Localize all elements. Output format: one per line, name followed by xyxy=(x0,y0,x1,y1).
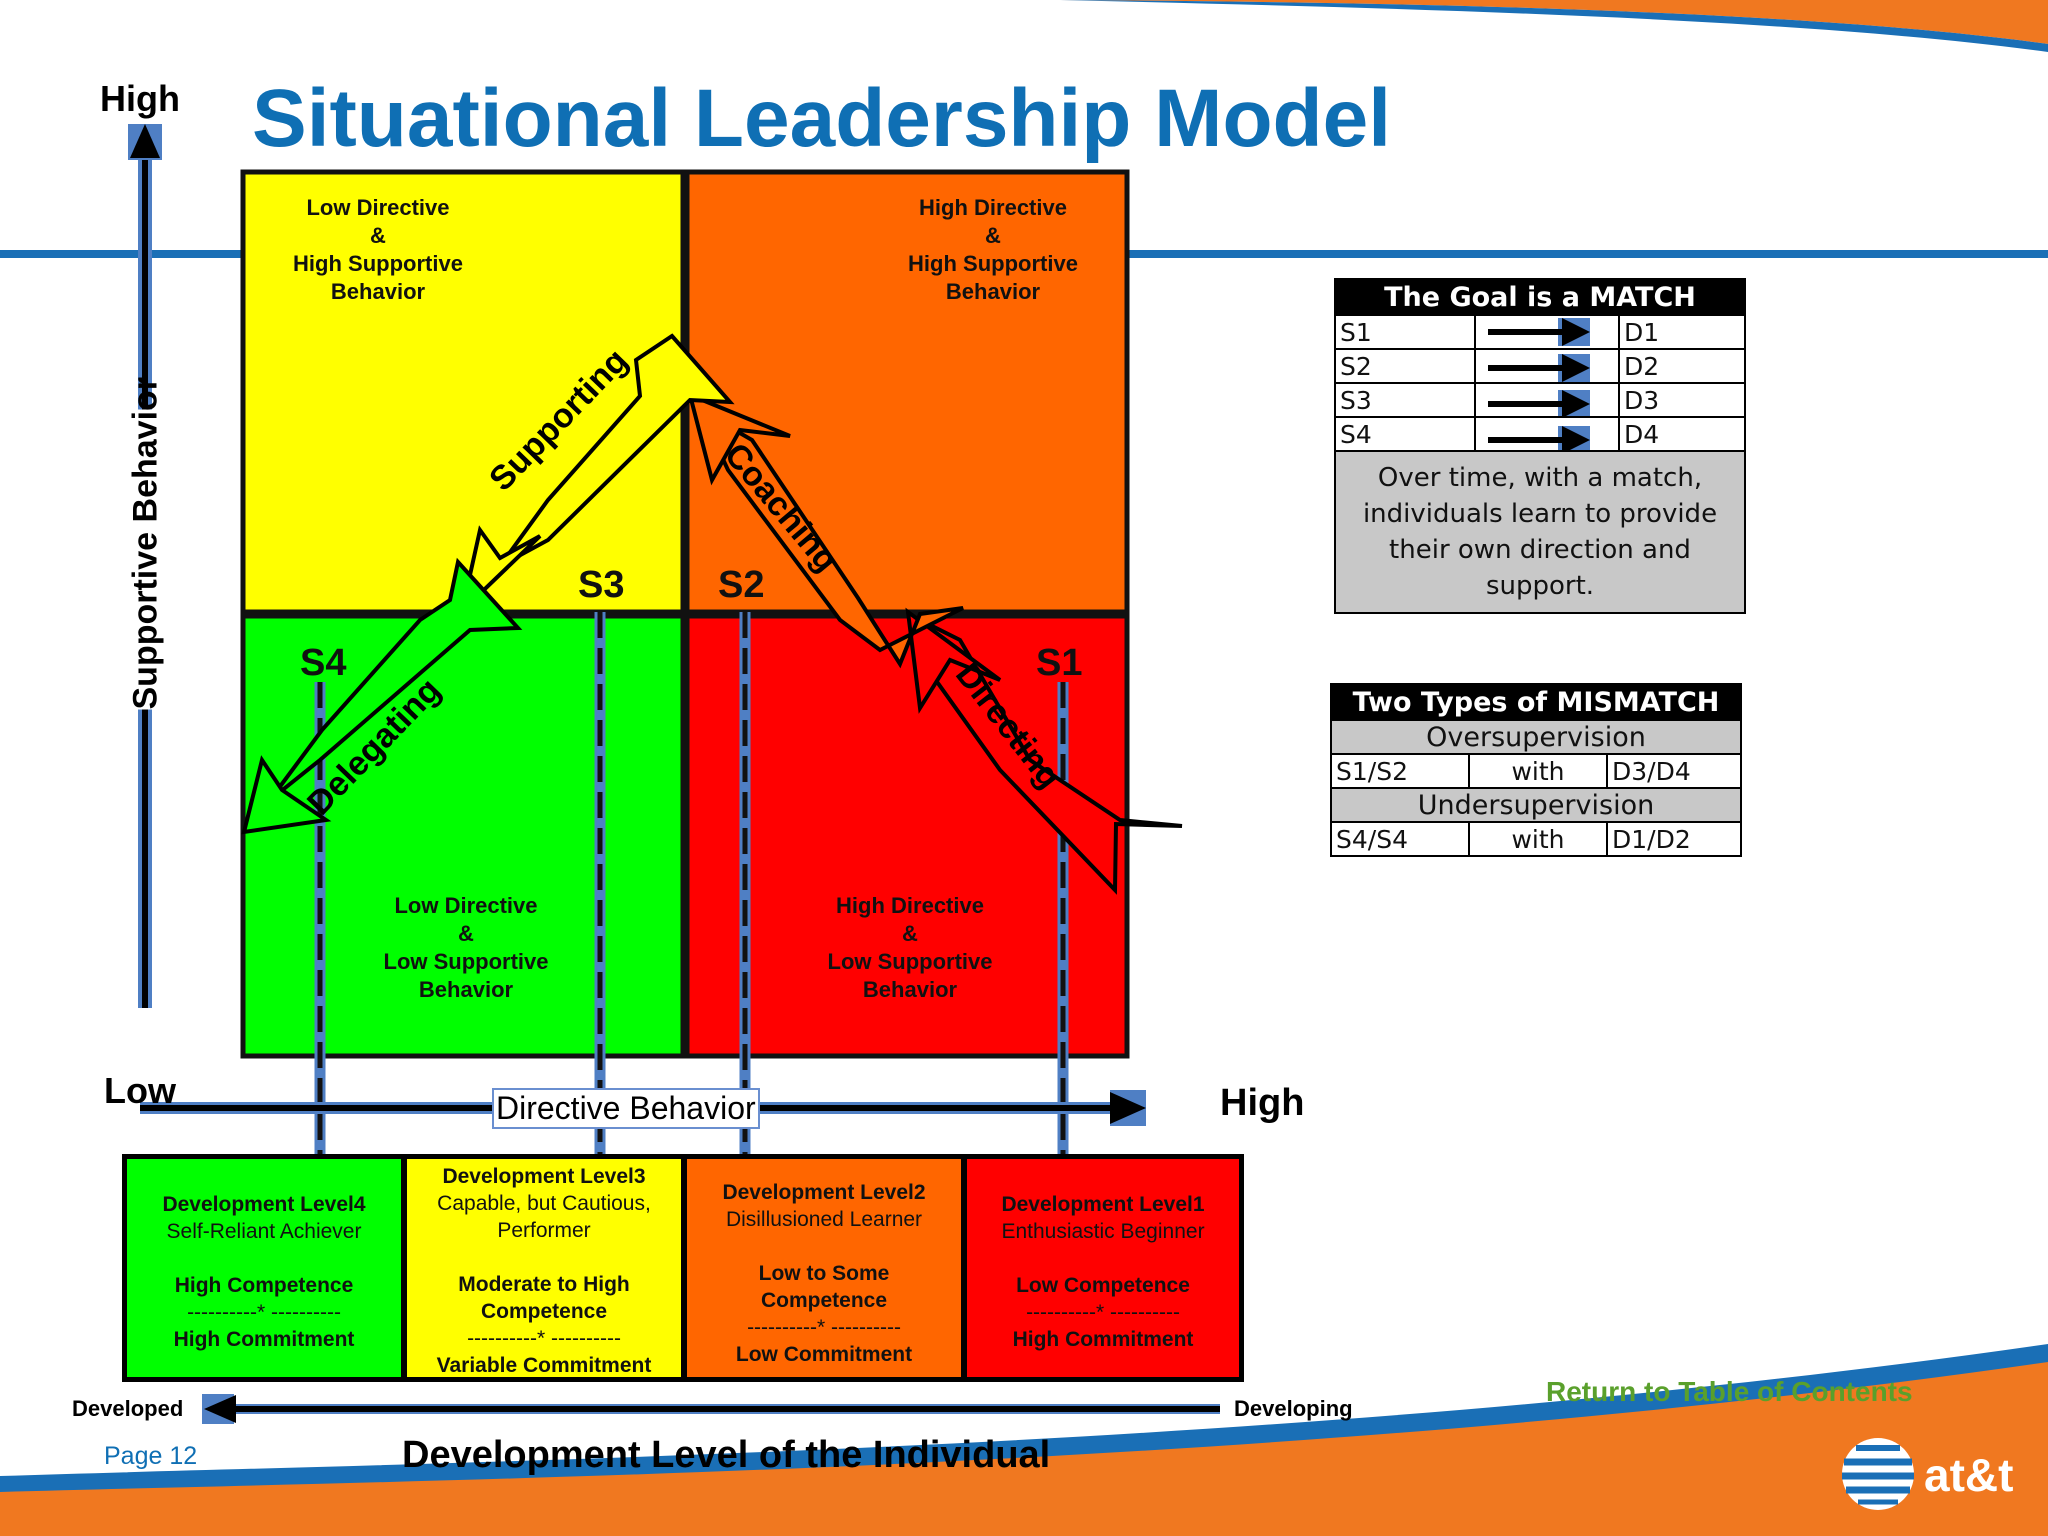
return-to-toc-link[interactable]: Return to Table of Contents xyxy=(1546,1376,1913,1407)
dev-axis-title: Development Level of the Individual xyxy=(402,1434,1051,1476)
dev-level-2-box: Development Level2 Disillusioned Learner… xyxy=(682,1154,966,1382)
dev-level-4-box: Development Level4 Self-Reliant Achiever… xyxy=(122,1154,406,1382)
oversupervision-label: Oversupervision xyxy=(1330,719,1742,755)
directing-arrow-head xyxy=(905,607,1002,714)
style-s1-label: S1 xyxy=(1036,642,1083,684)
y-axis-high-label: High xyxy=(100,78,180,119)
x-axis-arrowhead xyxy=(1110,1092,1146,1124)
dev-level-1-box: Development Level1 Enthusiastic Beginner… xyxy=(962,1154,1244,1382)
top-blue-band xyxy=(1060,0,2048,52)
coaching-arrow-head xyxy=(687,391,791,486)
y-axis-label: Supportive Behavior xyxy=(126,376,166,710)
dev-level-3-box: Development Level3 Capable, but Cautious… xyxy=(402,1154,686,1382)
y-axis-arrowhead xyxy=(130,124,160,158)
att-logo: at&t xyxy=(1924,1449,2014,1501)
dev-axis-line xyxy=(210,1406,1220,1412)
mismatch-table-header: Two Types of MISMATCH xyxy=(1330,683,1742,721)
bottom-blue-band xyxy=(0,1344,2048,1492)
x-axis-low-label: Low xyxy=(104,1070,176,1111)
top-orange-band xyxy=(1060,0,2048,44)
dev-axis-arrowhead xyxy=(204,1395,236,1423)
header-rule-right xyxy=(1128,250,2048,258)
style-s2-label: S2 xyxy=(718,564,765,606)
mismatch-table: Two Types of MISMATCH Oversupervision S1… xyxy=(1330,683,1742,857)
match-table-note: Over time, with a match, individuals lea… xyxy=(1334,450,1746,614)
style-s4-label: S4 xyxy=(300,642,347,684)
dev-axis-developing-label: Developing xyxy=(1234,1396,1353,1421)
bottom-orange-band xyxy=(0,1358,2048,1536)
header-rule-left xyxy=(0,250,243,258)
page-number: Page 12 xyxy=(104,1442,198,1470)
quadrant-bottom-right xyxy=(684,613,1130,1059)
slide-title: Situational Leadership Model xyxy=(252,73,1392,164)
quadrant-top-left xyxy=(240,169,686,615)
match-table-header: The Goal is a MATCH xyxy=(1334,278,1746,316)
dev-axis-developed-label: Developed xyxy=(72,1396,184,1421)
x-axis-label: Directive Behavior xyxy=(492,1088,760,1129)
att-globe-icon xyxy=(1842,1438,1914,1510)
delegating-arrow-head xyxy=(241,755,332,835)
x-axis-high-label: High xyxy=(1220,1082,1305,1124)
undersupervision-label: Undersupervision xyxy=(1330,787,1742,823)
style-s3-label: S3 xyxy=(578,564,625,606)
